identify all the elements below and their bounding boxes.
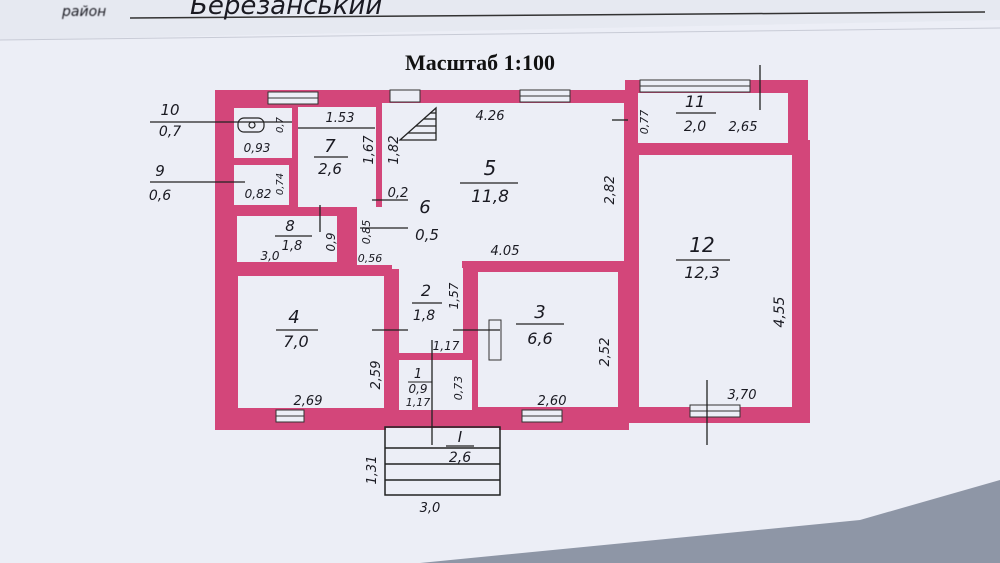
room-number: 7 <box>324 136 336 157</box>
porch-mask <box>386 428 499 447</box>
dim: 0,7 <box>275 116 286 133</box>
dim: 2,52 <box>598 338 613 367</box>
room-area: 11,8 <box>471 187 509 207</box>
header-underline <box>129 11 986 19</box>
room-labels: 10 0,7 9 0,6 7 2,6 5 11,8 6 0,5 8 1,8 4 … <box>149 92 730 466</box>
dim: 3,0 <box>420 501 441 516</box>
room-number: 9 <box>155 162 165 180</box>
dimension-lines <box>150 65 761 445</box>
room-number: 2 <box>421 281 431 300</box>
dim: 0,77 <box>638 110 651 135</box>
paper-shadow <box>0 0 1000 40</box>
dim: 3,0 <box>260 249 279 263</box>
dim: 1,17 <box>406 396 431 409</box>
room-number: 5 <box>484 156 497 180</box>
room-5-kitchen <box>382 103 624 261</box>
stairs-icon <box>398 106 437 141</box>
room-number: 3 <box>534 302 545 323</box>
dim: 2,59 <box>369 361 384 390</box>
dim: 2,69 <box>294 394 323 409</box>
room-12 <box>639 155 792 407</box>
dim: 2,60 <box>538 394 567 409</box>
opening <box>808 80 822 140</box>
room-number: 6 <box>419 197 430 218</box>
room-1-entry <box>399 360 472 410</box>
dim: 3,70 <box>728 388 757 403</box>
room-number: 1 <box>414 367 422 382</box>
room-number: 11 <box>685 92 705 111</box>
room-interiors <box>234 93 792 410</box>
room-number: 4 <box>288 307 299 328</box>
dim: 4.26 <box>476 109 505 124</box>
dim: 0,73 <box>452 376 465 401</box>
room-area: 1,8 <box>413 308 435 324</box>
room-number: I <box>458 428 463 446</box>
room-11-balcony <box>638 93 788 143</box>
room-9-toilet <box>234 165 289 205</box>
room-area: 0,5 <box>415 226 439 244</box>
dim: 1,67 <box>362 135 377 165</box>
dim: 0,74 <box>275 173 286 195</box>
room-4 <box>238 276 384 408</box>
dim: 2,65 <box>729 120 758 135</box>
dim: 1.53 <box>326 111 355 126</box>
dim: 1,31 <box>365 456 380 485</box>
form-line <box>0 27 1000 41</box>
dim: 0,82 <box>245 187 272 201</box>
room-area: 2,6 <box>449 450 471 466</box>
room-area: 0,7 <box>159 124 181 140</box>
dim: 0,93 <box>244 141 271 155</box>
room-area: 1,8 <box>282 239 303 254</box>
room-area: 2,6 <box>318 160 342 178</box>
room-area: 0,6 <box>149 188 171 204</box>
scale-title: Масштаб 1:100 <box>405 50 555 75</box>
dim: 1,57 <box>447 282 461 309</box>
room-area: 7,0 <box>283 332 308 351</box>
dim: 0,2 <box>388 186 409 201</box>
room-area: 12,3 <box>684 263 720 282</box>
room-area: 0,9 <box>408 382 427 396</box>
room-number: 10 <box>160 101 179 119</box>
dim: 0,85 <box>360 220 373 245</box>
room-2-hall <box>399 268 463 353</box>
room-10-bathroom <box>234 108 292 158</box>
window <box>389 89 421 103</box>
dim: 1,17 <box>433 339 460 353</box>
dim: 1,82 <box>387 136 402 165</box>
room-number: 8 <box>285 217 295 235</box>
dim: 0,56 <box>358 252 383 265</box>
room-area: 6,6 <box>527 329 552 348</box>
dimension-labels: 1.53 4.26 1,67 1,82 0,2 2,82 4.05 0,85 0… <box>244 109 788 516</box>
room-6-closet <box>357 207 392 265</box>
room-number: 12 <box>689 233 714 257</box>
dim: 4.05 <box>491 244 520 259</box>
dim: 0,9 <box>324 232 338 251</box>
dim: 2,82 <box>603 176 618 205</box>
district-printed: район <box>61 4 106 20</box>
opening-right <box>790 88 808 140</box>
room-area: 2,0 <box>684 119 706 135</box>
window <box>488 319 502 361</box>
porch <box>384 426 501 496</box>
opening <box>392 255 462 269</box>
district-handwritten: Березанський <box>190 0 382 21</box>
dim: 4,55 <box>772 296 788 327</box>
